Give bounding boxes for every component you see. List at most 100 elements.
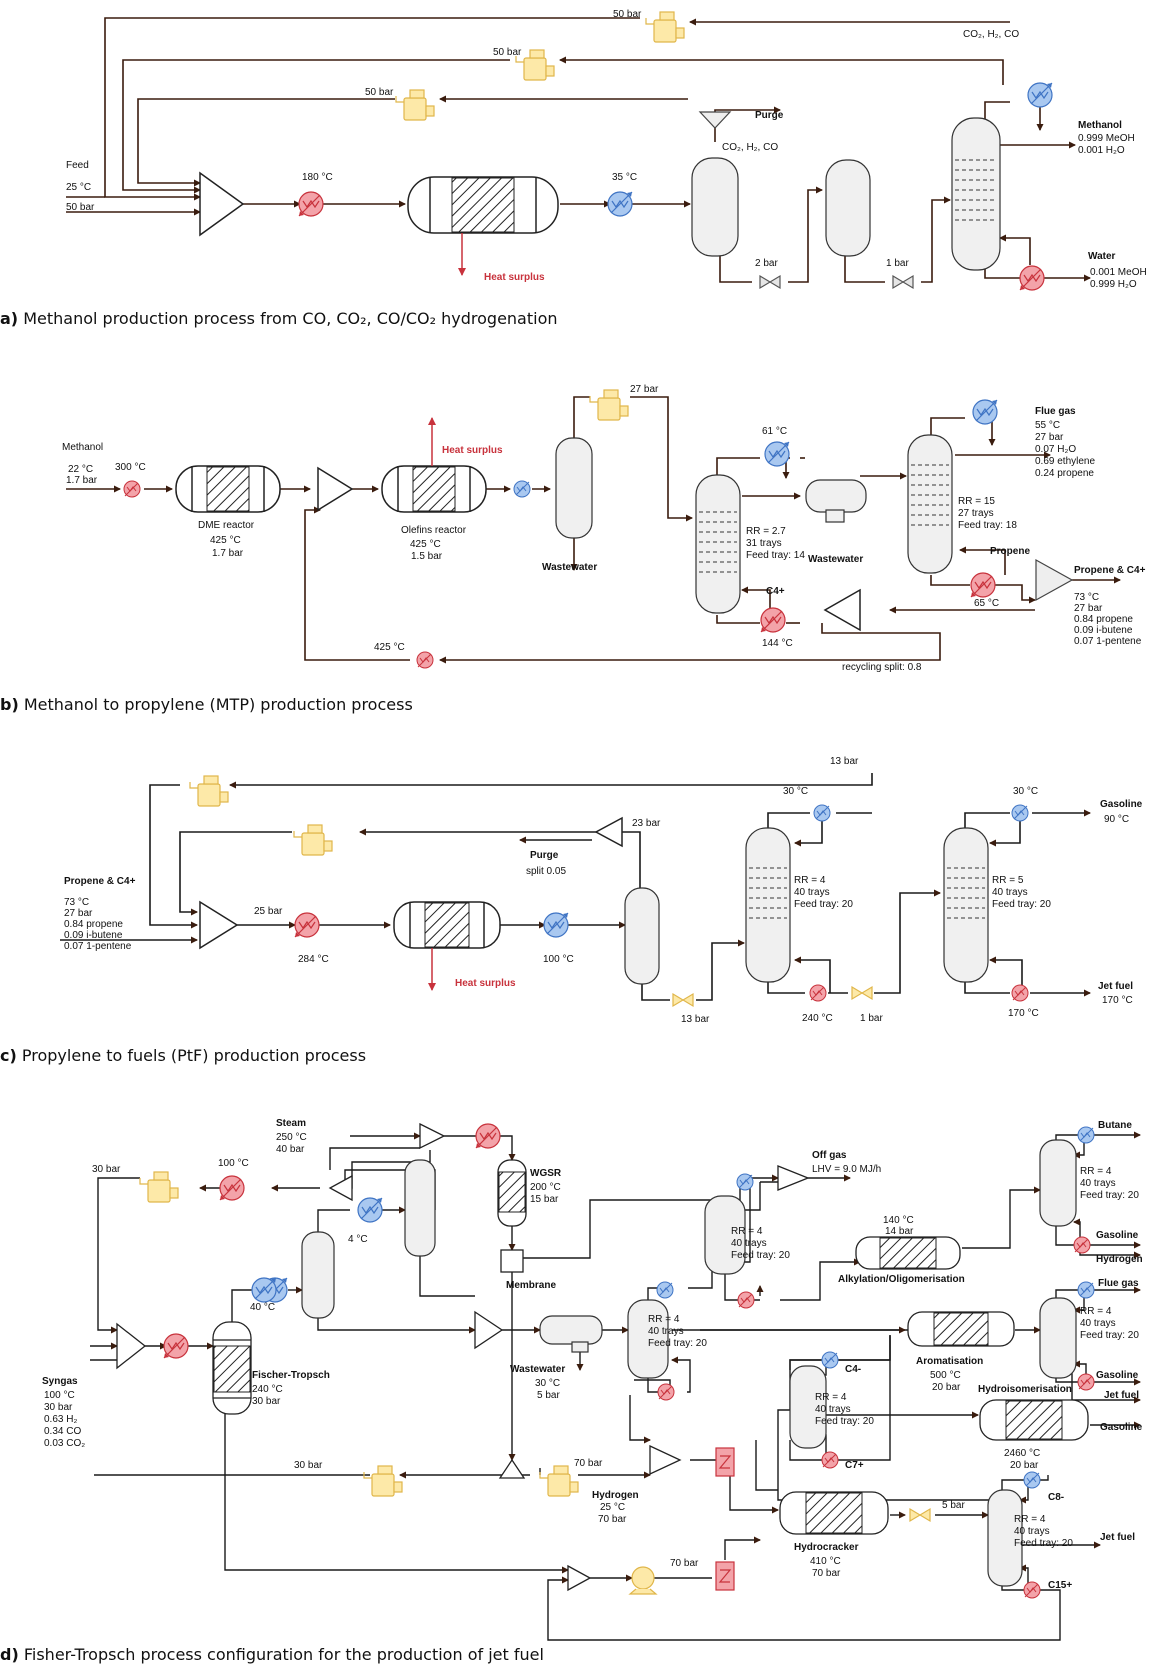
splitter-icon [498,1458,526,1479]
svg-text:0.07 H₂O: 0.07 H₂O [1035,444,1076,455]
svg-text:1.7 bar: 1.7 bar [66,475,98,486]
svg-text:RR = 2.7: RR = 2.7 [746,526,786,537]
reboiler-icon [737,1291,755,1309]
svg-text:Hydrogen: Hydrogen [592,1490,639,1501]
svg-text:13 bar: 13 bar [830,756,859,767]
svg-text:RR = 4: RR = 4 [794,875,826,886]
svg-text:Steam: Steam [276,1118,306,1129]
svg-text:Olefins reactor: Olefins reactor [401,525,467,536]
svg-text:Feed tray: 20: Feed tray: 20 [794,899,853,910]
cooler-icon [251,1277,277,1303]
svg-text:40 trays: 40 trays [1080,1178,1116,1189]
svg-text:DME reactor: DME reactor [198,520,255,531]
distillation-column-icon [704,1195,746,1275]
svg-text:0.63 H₂: 0.63 H₂ [44,1414,77,1425]
reboiler-icon [1077,1373,1095,1391]
valve-icon [851,986,873,1000]
svg-text:Heat surplus: Heat surplus [484,272,545,283]
svg-text:Heat surplus: Heat surplus [455,978,516,989]
svg-text:40 trays: 40 trays [731,1238,767,1249]
panel-a-equipment [199,11,1053,291]
svg-text:Feed tray: 20: Feed tray: 20 [1080,1190,1139,1201]
svg-text:WGSR: WGSR [530,1168,562,1179]
svg-text:Jet fuel: Jet fuel [1100,1532,1135,1543]
heater-icon [294,912,320,938]
svg-text:Fischer-Tropsch: Fischer-Tropsch [252,1370,330,1381]
svg-text:Methanol: Methanol [1078,120,1122,131]
reboiler-icon [1011,984,1029,1002]
mixer-icon [567,1564,592,1592]
svg-text:30 bar: 30 bar [44,1402,73,1413]
reboiler-icon [1023,1581,1041,1599]
svg-text:25 °C: 25 °C [66,182,91,193]
decanter-icon [539,1315,603,1353]
svg-text:Off gas: Off gas [812,1150,847,1161]
mixer-icon [1035,558,1074,602]
svg-text:30 bar: 30 bar [92,1164,121,1175]
svg-text:Gasoline: Gasoline [1096,1230,1139,1241]
svg-text:61 °C: 61 °C [762,426,787,437]
condenser-icon [813,804,831,822]
compressor-icon [539,1465,579,1497]
caption-c: c) Propylene to fuels (PtF) production p… [0,1046,366,1065]
flash-drum-icon [555,437,593,539]
reboiler-icon [760,607,786,633]
svg-text:Purge: Purge [530,850,559,861]
svg-text:Wastewater: Wastewater [510,1364,565,1375]
svg-text:5 bar: 5 bar [537,1390,560,1401]
reboiler-icon [1073,1236,1091,1254]
distillation-column-icon [695,474,741,614]
svg-text:50 bar: 50 bar [365,87,394,98]
svg-text:Feed tray: 20: Feed tray: 20 [648,1338,707,1349]
panel-a-labels: 50 bar 50 bar 50 bar CO₂, H₂, CO Feed 25… [66,9,1147,290]
svg-text:Flue gas: Flue gas [1098,1278,1139,1289]
svg-text:split 0.05: split 0.05 [526,866,566,877]
panel-b [66,396,1121,664]
svg-text:40 °C: 40 °C [250,1302,275,1313]
splitter-icon [328,1174,353,1202]
alkylation-reactor-icon [855,1236,961,1270]
svg-text:RR = 4: RR = 4 [1080,1306,1112,1317]
svg-text:35 °C: 35 °C [612,172,637,183]
wgsr-reactor-icon [497,1159,527,1227]
compressor-icon [293,824,333,856]
svg-text:Wastewater: Wastewater [542,562,597,573]
caption-letter: c) [0,1046,17,1065]
svg-text:recycling split: 0.8: recycling split: 0.8 [842,662,922,673]
svg-text:0.001 H₂O: 0.001 H₂O [1078,145,1125,156]
svg-text:140 °C: 140 °C [883,1215,914,1226]
svg-text:170 °C: 170 °C [1102,995,1133,1006]
mixer-icon [317,466,354,512]
flash-drum-icon [624,887,660,985]
svg-text:240 °C: 240 °C [802,1013,833,1024]
svg-text:Flue gas: Flue gas [1035,406,1076,417]
svg-text:RR = 15: RR = 15 [958,496,995,507]
svg-text:Aromatisation: Aromatisation [916,1356,983,1367]
svg-text:30 °C: 30 °C [783,786,808,797]
condenser-icon [1023,1471,1041,1489]
svg-text:55 °C: 55 °C [1035,420,1060,431]
svg-text:RR = 4: RR = 4 [815,1392,847,1403]
panel-a [66,17,1091,283]
svg-text:RR = 4: RR = 4 [1014,1514,1046,1525]
svg-text:27 bar: 27 bar [630,384,659,395]
svg-text:30 °C: 30 °C [535,1378,560,1389]
valve-icon [909,1508,931,1522]
flash-drum-icon [301,1231,335,1319]
svg-text:20 bar: 20 bar [932,1382,961,1393]
reboiler-icon [657,1383,675,1401]
svg-text:Purge: Purge [755,110,784,121]
valve-icon [672,993,694,1007]
svg-text:Feed tray: 20: Feed tray: 20 [1014,1538,1073,1549]
distillation-column-icon [943,827,989,983]
splitter-icon [594,816,623,848]
mixer-icon [419,1122,446,1150]
condenser-icon [1027,82,1053,108]
svg-text:425 °C: 425 °C [410,539,441,550]
caption-letter: d) [0,1645,19,1664]
svg-text:100 °C: 100 °C [543,954,574,965]
svg-text:50 bar: 50 bar [613,9,642,20]
splitter-icon [823,588,861,632]
panel-d-equipment [116,1122,1095,1599]
heater-icon [219,1175,245,1201]
